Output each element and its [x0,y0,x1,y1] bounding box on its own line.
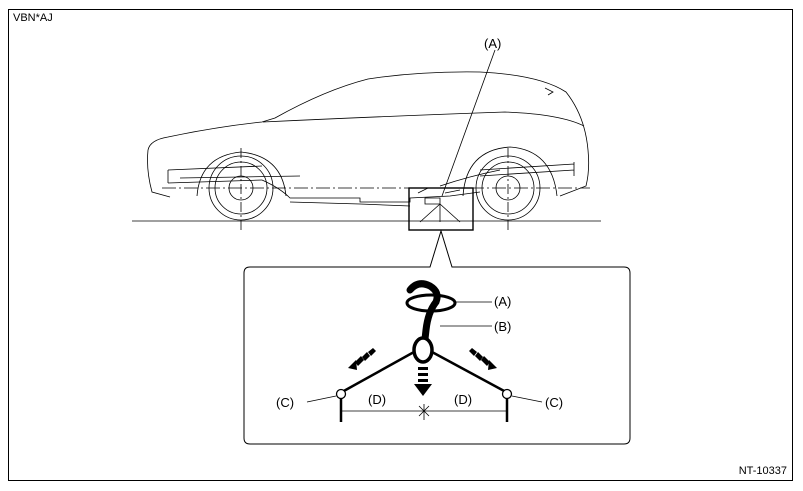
arrow-right-icon [469,348,497,370]
vehicle-body-outline [147,71,590,198]
figure-code-top-left: VBN*AJ [13,12,53,24]
master-link [412,336,434,364]
label-c-right: (C) [545,395,563,410]
underbody-lower-line [289,201,411,207]
sling-right [431,350,507,394]
leader-c-left [306,395,337,403]
belt-line [262,111,585,127]
ring-a [405,293,457,313]
label-d-right: (D) [454,392,472,407]
attachment-point-right [501,388,513,400]
underbody-line [261,179,481,203]
rear-spoiler [544,87,554,96]
lift-device-small [417,187,461,223]
detail-callout-box [243,229,631,445]
attachment-point-left [335,388,347,400]
label-b: (B) [494,319,511,334]
rear-frame-rail [479,162,575,177]
front-frame-rail-inner [179,175,301,179]
label-d-left: (D) [368,392,386,407]
arrow-down-icon [414,367,432,396]
label-c-left: (C) [276,395,294,410]
figure-frame [8,9,793,481]
rear-wheel-arch [462,146,558,197]
label-a: (A) [494,294,511,309]
callout-a-car: (A) [441,36,501,197]
sling-left [341,350,415,394]
front-frame-rail [167,165,263,184]
arrow-left-icon [348,348,376,370]
vehicle-side-view [132,71,601,232]
sling-detail: (A) (B) (C) (C) (D) (D) [276,280,563,422]
dimension-line [341,404,507,420]
figure-code-bottom-right: NT-10337 [738,465,787,477]
front-wheel [208,148,274,232]
leader-c-right [511,395,543,403]
rear-arm [439,169,501,187]
rear-wheel [475,148,541,232]
callout-a-car-label: (A) [484,36,501,51]
